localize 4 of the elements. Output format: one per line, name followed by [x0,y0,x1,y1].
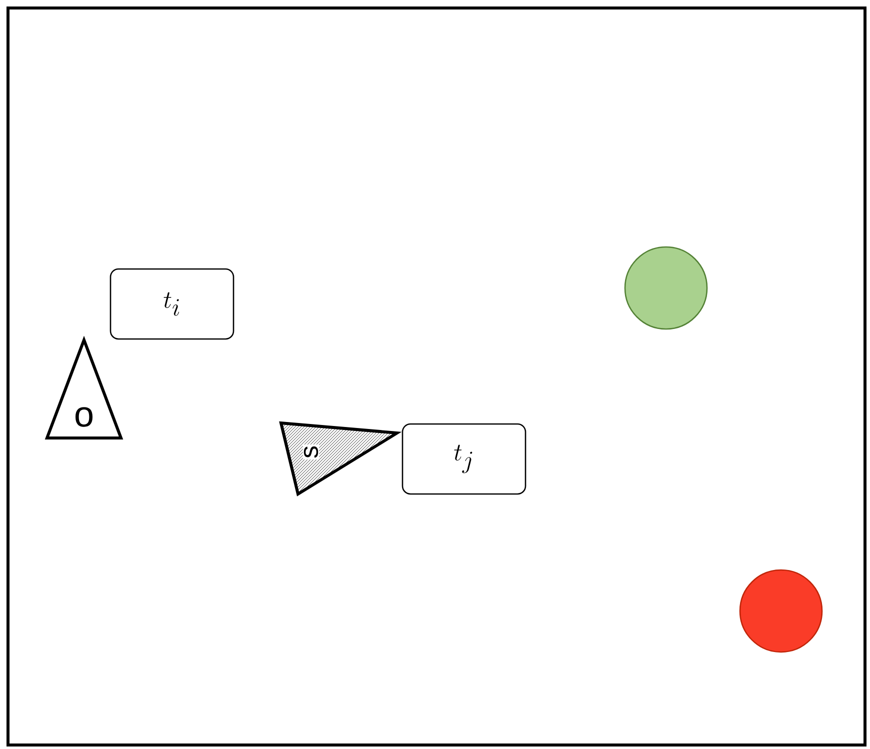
rounded-box: $t_i$ [110,268,234,340]
circle [624,246,708,330]
circle [739,569,823,653]
rounded-box: $t_j$ [402,423,526,495]
